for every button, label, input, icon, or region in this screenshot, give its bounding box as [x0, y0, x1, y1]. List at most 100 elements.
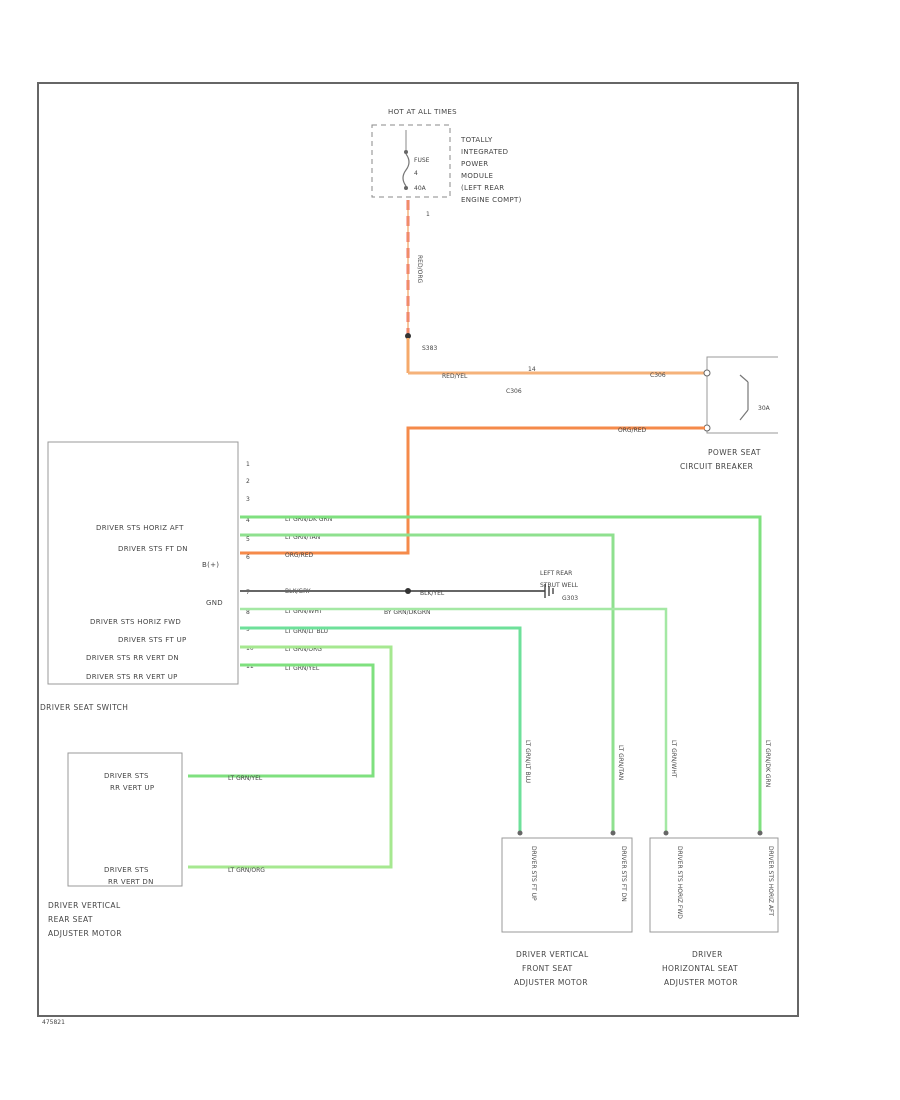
cb-terminal-a — [703, 369, 711, 377]
switch-pin: 7 — [246, 589, 250, 596]
switch-pin: 6 — [246, 554, 250, 561]
wire-label: LT GRN/DK GRN — [285, 516, 332, 523]
front-motor-label: DRIVER STS FT DN — [620, 846, 627, 902]
front-motor-terminal — [610, 830, 616, 836]
driver-seat-switch-box — [47, 441, 239, 685]
wire-pin14: 14 — [528, 366, 536, 373]
switch-row-label: B(+) — [202, 561, 219, 569]
switch-row-label: DRIVER STS HORIZ FWD — [90, 618, 181, 626]
horiz-motor-label: DRIVER STS HORIZ FWD — [676, 846, 683, 919]
switch-row-label: DRIVER STS FT DN — [118, 545, 188, 553]
switch-pin: 5 — [246, 536, 250, 543]
switch-pin: 1 — [246, 461, 250, 468]
switch-rows: 1 2 3 DRIVER STS HORIZ AFT 4 DRIVER STS … — [86, 461, 254, 681]
switch-row-label: DRIVER STS FT UP — [118, 636, 187, 644]
front-motor-caption: DRIVER VERTICAL FRONT SEAT ADJUSTER MOTO… — [514, 950, 589, 987]
svg-text:REAR SEAT: REAR SEAT — [48, 915, 93, 924]
svg-text:INTEGRATED: INTEGRATED — [461, 148, 508, 156]
svg-text:POWER: POWER — [461, 160, 488, 168]
rear-motor-up-wire-label: LT GRN/YEL — [228, 775, 263, 782]
wire-label: LT GRN/WHT — [285, 608, 323, 615]
figure-id: 475821 — [42, 1019, 65, 1026]
ground-symbol — [544, 584, 554, 598]
svg-text:DRIVER VERTICAL: DRIVER VERTICAL — [48, 901, 121, 910]
switch-pin: 8 — [246, 609, 250, 616]
svg-text:ADJUSTER MOTOR: ADJUSTER MOTOR — [664, 978, 738, 987]
wire-label: ORG/RED — [285, 552, 314, 559]
rear-motor-dn-label: DRIVER STS RR VERT DN — [104, 866, 154, 886]
svg-text:ADJUSTER MOTOR: ADJUSTER MOTOR — [514, 978, 588, 987]
wire-to-cb-label: RED/YEL — [442, 373, 468, 380]
svg-text:TOTALLY: TOTALLY — [460, 136, 493, 144]
tipm-pin: 1 — [426, 211, 430, 218]
fuse-terminal-top — [404, 150, 408, 154]
tipm-caption: TOTALLY INTEGRATED POWER MODULE (LEFT RE… — [460, 136, 521, 204]
cb-rating: 30A — [758, 405, 771, 412]
wire-rr-vert-up — [188, 663, 375, 778]
horiz-motor-box — [649, 837, 779, 933]
cb-caption-2: CIRCUIT BREAKER — [680, 462, 753, 471]
front-motor-terminal — [517, 830, 523, 836]
driver-seat-switch-caption: DRIVER SEAT SWITCH — [40, 703, 128, 712]
rear-motor-dn-wire-label: LT GRN/ORG — [228, 867, 265, 874]
switch-row-label: DRIVER STS HORIZ AFT — [96, 524, 184, 532]
ground-wire-label: BLK/YEL — [420, 590, 445, 597]
circuit-breaker-mask — [778, 356, 788, 434]
horiz-motor-wire-label: LT GRN/DK GRN — [764, 740, 771, 787]
svg-text:LEFT REAR: LEFT REAR — [540, 570, 572, 577]
svg-text:DRIVER VERTICAL: DRIVER VERTICAL — [516, 950, 589, 959]
rear-motor-caption: DRIVER VERTICAL REAR SEAT ADJUSTER MOTOR — [48, 901, 122, 938]
wire-rr-vert-dn — [188, 645, 393, 869]
svg-text:G303: G303 — [562, 595, 578, 602]
ground-splice — [405, 588, 411, 594]
switch-row-label: DRIVER STS RR VERT UP — [86, 673, 178, 681]
wire-cb-out-label: ORG/RED — [618, 427, 647, 434]
fuse-label: FUSE — [414, 157, 430, 164]
svg-text:HORIZONTAL SEAT: HORIZONTAL SEAT — [662, 964, 738, 973]
svg-text:RR VERT DN: RR VERT DN — [108, 878, 154, 886]
tipm-box — [371, 124, 451, 198]
svg-text:DRIVER: DRIVER — [692, 950, 723, 959]
cb-caption-1: POWER SEAT — [708, 448, 761, 457]
wire-ft-up — [240, 626, 522, 833]
splice-id: S383 — [422, 345, 437, 352]
horiz-motor-label: DRIVER STS HORIZ AFT — [767, 846, 774, 916]
wire-tipm-out-label: RED/ORG — [416, 255, 423, 283]
switch-row-label: DRIVER STS RR VERT DN — [86, 654, 179, 662]
diagram-border — [37, 82, 799, 1017]
wire-cb-out — [240, 426, 705, 555]
svg-text:DRIVER STS: DRIVER STS — [104, 866, 149, 874]
splice-dot — [405, 333, 411, 339]
rear-motor-up-label: DRIVER STS RR VERT UP — [104, 772, 154, 792]
svg-text:FRONT SEAT: FRONT SEAT — [522, 964, 573, 973]
svg-text:STRUT WELL: STRUT WELL — [540, 582, 579, 589]
front-motor-box — [501, 837, 633, 933]
horiz-motor-wire-label: LT GRN/WHT — [670, 740, 677, 778]
front-motor-label: DRIVER STS FT UP — [530, 846, 537, 901]
wire-horiz-aft — [240, 515, 762, 833]
wire-label: LT GRN/TAN — [285, 534, 320, 541]
connector-c306-a: C306 — [506, 388, 522, 395]
wire-ft-dn — [240, 533, 615, 833]
switch-row-label: GND — [206, 599, 223, 607]
hot-at-all-times-label: HOT AT ALL TIMES — [388, 108, 457, 116]
switch-pin: 2 — [246, 478, 250, 485]
svg-text:MODULE: MODULE — [461, 172, 493, 180]
horiz-motor-terminal — [757, 830, 763, 836]
front-motor-wire-label: LT GRN/TAN — [617, 745, 624, 780]
switch-pin: 3 — [246, 496, 250, 503]
svg-text:RR VERT UP: RR VERT UP — [110, 784, 154, 792]
fuse-rating: 40A — [414, 185, 427, 192]
switch-pin: 4 — [246, 517, 250, 524]
fuse-number: 4 — [414, 170, 418, 177]
cb-element — [739, 374, 749, 421]
svg-text:DRIVER STS: DRIVER STS — [104, 772, 149, 780]
rear-motor-box — [67, 752, 183, 887]
horiz-motor-caption: DRIVER HORIZONTAL SEAT ADJUSTER MOTOR — [662, 950, 738, 987]
svg-text:ADJUSTER MOTOR: ADJUSTER MOTOR — [48, 929, 122, 938]
fuse-symbol — [402, 153, 410, 187]
svg-text:(LEFT REAR: (LEFT REAR — [461, 184, 504, 192]
circuit-breaker-box — [706, 356, 782, 434]
wire-horiz-fwd — [240, 607, 668, 833]
